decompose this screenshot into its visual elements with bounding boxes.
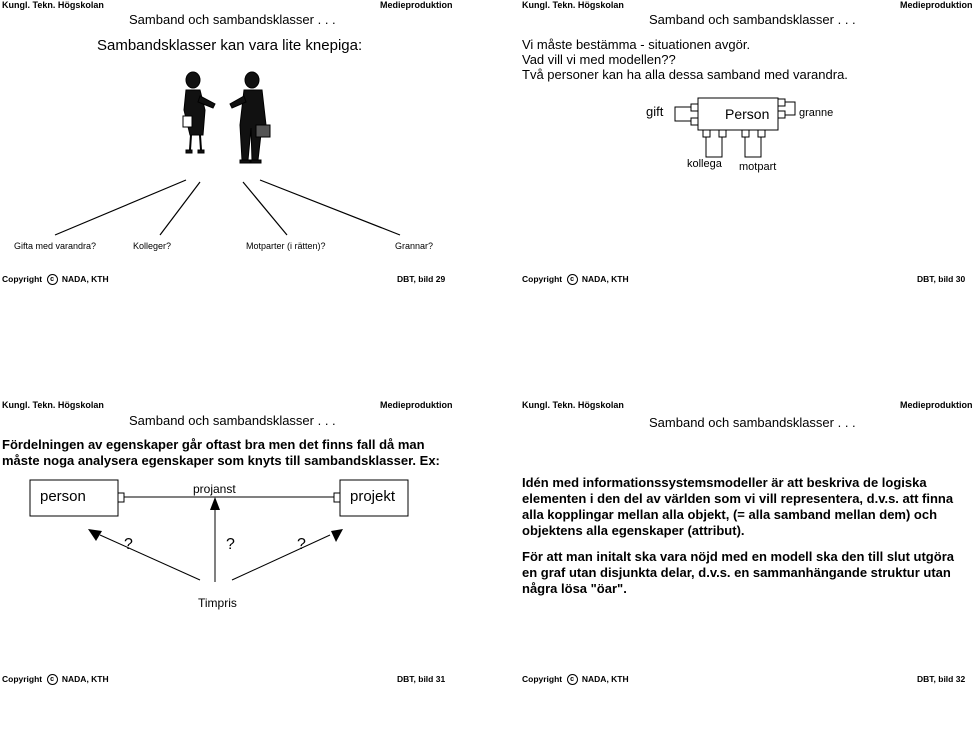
label-motparter: Motparter (i rätten)? bbox=[246, 241, 326, 251]
person-relation-diagram bbox=[674, 97, 796, 158]
header-institution: Kungl. Tekn. Högskolan bbox=[522, 400, 624, 410]
entity-projekt: projekt bbox=[350, 488, 396, 505]
man-figure bbox=[229, 71, 271, 164]
slide-32: Kungl. Tekn. Högskolan Medieproduktion S… bbox=[520, 400, 973, 743]
para2-line-1: För att man initalt ska vara nöjd med en… bbox=[522, 549, 954, 564]
slide-31: Kungl. Tekn. Högskolan Medieproduktion S… bbox=[0, 400, 453, 743]
para1-line-3: alla kopplingar mellan alla objekt, (= a… bbox=[522, 507, 938, 522]
relation-projanst: projanst bbox=[193, 482, 236, 496]
footer-page-label: DBT, bild 30 bbox=[917, 274, 966, 284]
text-line-1: Fördelningen av egenskaper går oftast br… bbox=[2, 437, 425, 452]
slide-30: Kungl. Tekn. Högskolan Medieproduktion S… bbox=[520, 0, 973, 343]
label-gifta: Gifta med varandra? bbox=[14, 241, 97, 251]
footer-page-label: DBT, bild 29 bbox=[397, 274, 446, 284]
header-department: Medieproduktion bbox=[900, 400, 973, 410]
entity-person: Person bbox=[725, 106, 770, 122]
projanst-diagram bbox=[29, 479, 409, 582]
label-kolleger: Kolleger? bbox=[133, 241, 172, 251]
footer-page-label: DBT, bild 31 bbox=[397, 674, 446, 684]
slide-subtitle: Samband och sambandsklasser . . . bbox=[649, 12, 856, 27]
para1-line-1: Idén med informationssystemsmodeller är … bbox=[522, 475, 927, 490]
question-mark-2: ? bbox=[226, 536, 235, 553]
footer-copyright: Copyright c NADA, KTH bbox=[522, 274, 629, 286]
copyright-symbol: c bbox=[46, 274, 58, 286]
text-line-2: Vad vill vi med modellen?? bbox=[522, 52, 676, 67]
copyright-symbol: c bbox=[566, 274, 578, 286]
para1-line-2: elementen i den del av världen som vi vi… bbox=[522, 491, 954, 506]
para2-line-3: några lösa "öar". bbox=[522, 581, 627, 596]
slide-subtitle: Samband och sambandsklasser . . . bbox=[129, 413, 336, 428]
label-grannar: Grannar? bbox=[395, 241, 434, 251]
slide-29: Kungl. Tekn. Högskolan Medieproduktion S… bbox=[0, 0, 453, 343]
header-department: Medieproduktion bbox=[380, 0, 453, 10]
slide-subtitle: Samband och sambandsklasser . . . bbox=[129, 12, 336, 27]
slide-heading: Sambandsklasser kan vara lite knepiga: bbox=[97, 37, 363, 54]
question-mark-3: ? bbox=[297, 536, 306, 553]
entity-person: person bbox=[40, 488, 86, 505]
copyright-symbol: c bbox=[46, 674, 58, 686]
footer-copyright: Copyright c NADA, KTH bbox=[2, 674, 109, 686]
relation-gift: gift bbox=[646, 104, 664, 119]
header-department: Medieproduktion bbox=[900, 0, 973, 10]
question-mark-1: ? bbox=[124, 536, 133, 553]
header-institution: Kungl. Tekn. Högskolan bbox=[522, 0, 624, 10]
woman-figure bbox=[182, 71, 216, 154]
relation-kollega: kollega bbox=[687, 158, 722, 170]
handshake-illustration bbox=[54, 71, 401, 236]
relation-motpart: motpart bbox=[739, 161, 777, 173]
text-line-3: Två personer kan ha alla dessa samband m… bbox=[522, 67, 848, 82]
copyright-symbol: c bbox=[566, 674, 578, 686]
slide-subtitle: Samband och sambandsklasser . . . bbox=[649, 415, 856, 430]
footer-copyright: Copyright c NADA, KTH bbox=[522, 674, 629, 686]
para1-line-4: objektens alla egenskaper (attribut). bbox=[522, 523, 745, 538]
header-institution: Kungl. Tekn. Högskolan bbox=[2, 400, 104, 410]
relation-granne: granne bbox=[799, 107, 834, 119]
text-line-2: måste noga analysera egenskaper som knyt… bbox=[2, 453, 440, 468]
attribute-timpris: Timpris bbox=[198, 596, 237, 610]
header-department: Medieproduktion bbox=[380, 400, 453, 410]
footer-copyright: Copyright c NADA, KTH bbox=[2, 274, 109, 286]
para2-line-2: en graf utan disjunkta delar, d.v.s. en … bbox=[522, 565, 951, 580]
header-institution: Kungl. Tekn. Högskolan bbox=[2, 0, 104, 10]
text-line-1: Vi måste bestämma - situationen avgör. bbox=[522, 37, 751, 52]
footer-page-label: DBT, bild 32 bbox=[917, 674, 966, 684]
